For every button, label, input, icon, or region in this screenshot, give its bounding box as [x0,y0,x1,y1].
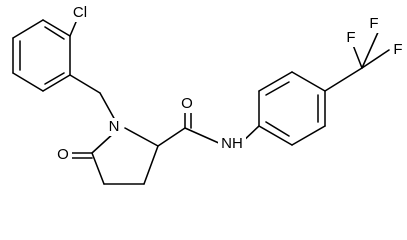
bond [324,67,363,92]
trifluoromethylphenyl-ring [239,71,326,146]
bond [91,152,105,185]
bond [361,49,390,69]
bond [258,71,293,92]
label-background [343,29,359,47]
bond [361,29,380,69]
ring-nitrogen-label: N [109,118,120,135]
fluorine-atom-label: F [369,15,378,32]
bond [12,72,44,92]
chlorine-atom-label: Cl [73,4,87,21]
amide-nh-label: NH [221,135,243,152]
bond [157,127,186,147]
bond [69,74,101,94]
lactam-oxygen-label: O [57,146,69,163]
molecule-svg: Cl N O O NH F F F [12,3,406,185]
label-background [54,146,72,164]
label-background [105,118,123,136]
bond [12,19,44,39]
bond [184,127,222,145]
aromatic-double-bond [265,81,290,96]
label-background [390,41,406,59]
aromatic-double-bond [265,121,290,137]
amide-oxygen-label: O [181,95,193,112]
bond [99,92,116,121]
structure-diagram: Cl N O O NH F F F [12,3,406,185]
bond [291,125,326,146]
fluorine-atom-label: F [346,29,355,46]
bond [258,125,293,146]
bond [291,71,326,92]
label-background [366,15,382,33]
bond [42,19,71,37]
chlorophenyl-ring [12,19,71,92]
label-background [178,95,196,113]
bond [124,127,159,147]
label-background [66,4,94,22]
aromatic-double-bond [44,72,65,85]
bond [69,21,77,37]
aromatic-double-bond [44,26,65,40]
bond [143,145,159,185]
bond [42,74,71,92]
label-background [218,135,246,153]
bond [352,44,363,69]
fluorine-atom-label: F [393,41,402,58]
pyrrolidinone-ring [91,127,159,185]
